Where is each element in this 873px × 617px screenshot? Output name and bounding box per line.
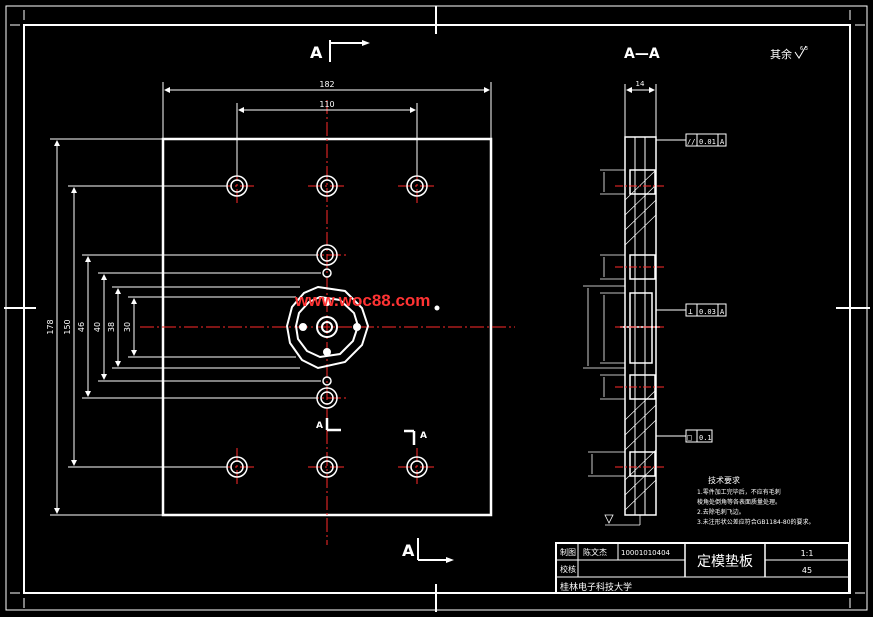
- tolerance-frame-2: [656, 303, 727, 317]
- small-hole: [322, 376, 332, 386]
- tol3-symbol: □: [687, 433, 692, 442]
- title-block-check-label: 校核: [560, 564, 576, 574]
- dim-plate-width: [162, 82, 492, 139]
- section-mark-mid-left: A: [316, 421, 323, 431]
- sprue-bushing-seat: [285, 285, 440, 370]
- tech-req-item-1: 1.零件加工完毕后，不应有毛刺: [697, 488, 781, 496]
- watermark: www.woc88.com: [294, 291, 430, 310]
- title-block: [555, 542, 850, 594]
- dim-v3-label: 46: [77, 322, 86, 332]
- section-arrow-bottom: [417, 538, 450, 561]
- scale: 1:1: [801, 549, 814, 558]
- dim-v4-label: 40: [93, 322, 102, 332]
- section-center-lines: [615, 185, 664, 468]
- title-block-drawer: 陈文杰: [583, 547, 607, 557]
- sheet-number: 45: [802, 566, 812, 575]
- centering-marks: [4, 6, 870, 612]
- dim-hole-spacing-label: 110: [319, 100, 334, 109]
- corner-ticks: [10, 10, 865, 608]
- roughness-value: 6.3: [800, 46, 808, 52]
- section-mark-top: A: [310, 43, 323, 62]
- tol2-value: 0.03: [699, 308, 716, 316]
- tol2-datum: A: [720, 308, 725, 316]
- dim-hole-spacing: [236, 103, 418, 176]
- section-arrow-top: [329, 40, 366, 62]
- section-dims: [583, 169, 641, 526]
- small-hole: [322, 268, 332, 278]
- roughness-note: 其余: [770, 47, 792, 61]
- dim-plate-height-label: 178: [46, 319, 55, 334]
- part-name: 定模垫板: [697, 554, 753, 570]
- dim-v6-label: 30: [123, 322, 132, 332]
- tolerance-frame-1: [656, 133, 727, 147]
- section-mark-bottom: A: [402, 541, 415, 560]
- dim-plate-width-label: 182: [319, 80, 334, 89]
- school-name: 桂林电子科技大学: [560, 581, 632, 593]
- tol1-datum: A: [720, 138, 725, 146]
- roughness-symbol: [794, 45, 807, 59]
- tol3-value: 0.1: [699, 434, 712, 442]
- section-arrow-mid-left: [325, 418, 341, 432]
- bolt-hole: [316, 175, 338, 197]
- dim-section-thickness: [624, 84, 657, 137]
- tech-req-item-3: 2.去除毛刺飞边。: [697, 508, 745, 516]
- title-block-draw-label: 制图: [560, 547, 576, 557]
- title-block-student-id: 10001010404: [621, 549, 671, 557]
- tech-req-item-4: 3.未注形状公差应符合GB1184-80的要求。: [697, 518, 815, 526]
- bolt-hole: [406, 456, 428, 478]
- section-arrow-mid-right: [404, 429, 416, 445]
- dim-v2-label: 150: [63, 319, 72, 334]
- tech-req-item-2: 棱角处倒角等各表面质量处理。: [697, 498, 781, 506]
- section-hatching: [624, 169, 657, 511]
- tol1-value: 0.01: [699, 138, 716, 146]
- tol2-symbol: ⊥: [688, 307, 693, 316]
- bolt-hole: [316, 456, 338, 478]
- tol1-symbol: //: [687, 138, 695, 146]
- section-mark-mid-right: A: [420, 431, 427, 441]
- dim-section-thickness-label: 14: [636, 80, 645, 88]
- dim-v5-label: 38: [107, 322, 116, 332]
- tech-req-heading: 技术要求: [708, 475, 740, 485]
- tolerance-frame-3: [656, 429, 713, 443]
- dim-vertical-set: [50, 138, 321, 516]
- section-view-title: A—A: [624, 46, 660, 62]
